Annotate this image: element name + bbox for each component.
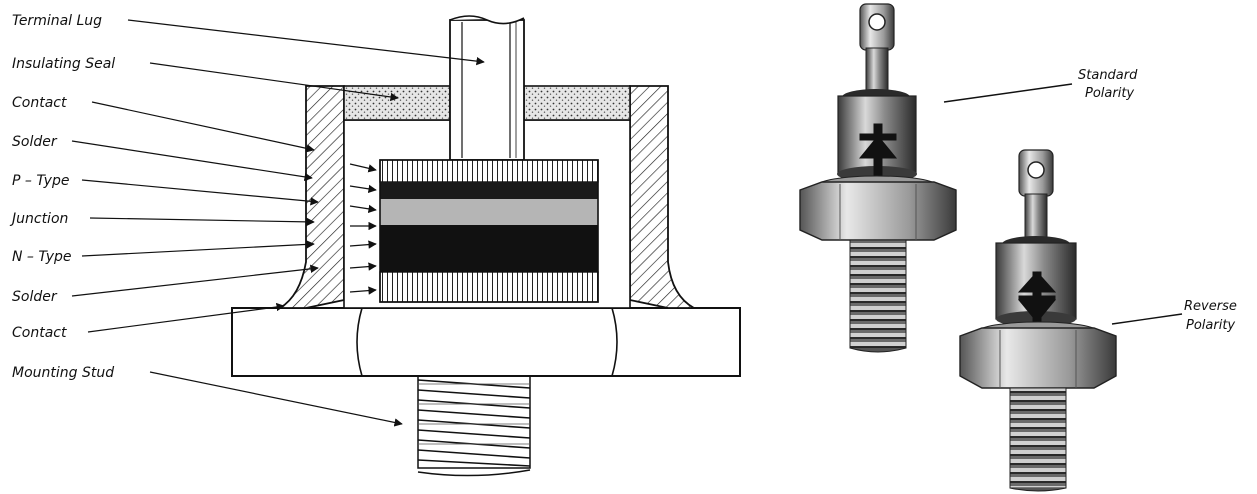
label-p-type: P – Type	[12, 173, 69, 189]
diode-symbol-standard-icon	[858, 123, 898, 183]
hex-base	[231, 307, 741, 377]
label-terminal-lug: Terminal Lug	[12, 13, 102, 29]
label-mounting-stud: Mounting Stud	[12, 365, 114, 381]
n-type-layer-a	[380, 225, 598, 252]
callout-labels: Terminal Lug Insulating Seal Contact Sol…	[9, 13, 115, 381]
standard-polarity-diode	[799, 3, 957, 353]
label-junction: Junction	[9, 211, 68, 227]
label-contact-bottom: Contact	[12, 325, 67, 341]
terminal-lug-rod	[449, 15, 525, 161]
label-reverse-line1: Reverse	[1184, 299, 1237, 314]
label-standard-line1: Standard	[1078, 68, 1138, 83]
photo-labels: Standard Polarity Reverse Polarity	[943, 68, 1237, 333]
semiconductor-stack	[379, 159, 599, 303]
p-type-layer	[380, 182, 598, 199]
cross-section: Terminal Lug Insulating Seal Contact Sol…	[9, 13, 741, 477]
n-type-layer-b	[380, 252, 598, 272]
label-contact-top: Contact	[12, 95, 67, 111]
label-solder-bottom: Solder	[12, 289, 58, 305]
label-insulating-seal: Insulating Seal	[12, 56, 115, 72]
label-reverse-line2: Polarity	[1186, 318, 1235, 333]
insulating-seal	[343, 85, 631, 121]
mounting-stud-thread	[417, 375, 531, 477]
label-n-type: N – Type	[12, 249, 72, 265]
junction-layer	[380, 199, 598, 225]
leader-lines	[71, 19, 485, 427]
reverse-polarity-diode	[959, 149, 1117, 492]
label-solder-top: Solder	[12, 134, 58, 150]
label-standard-line2: Polarity	[1085, 86, 1134, 101]
